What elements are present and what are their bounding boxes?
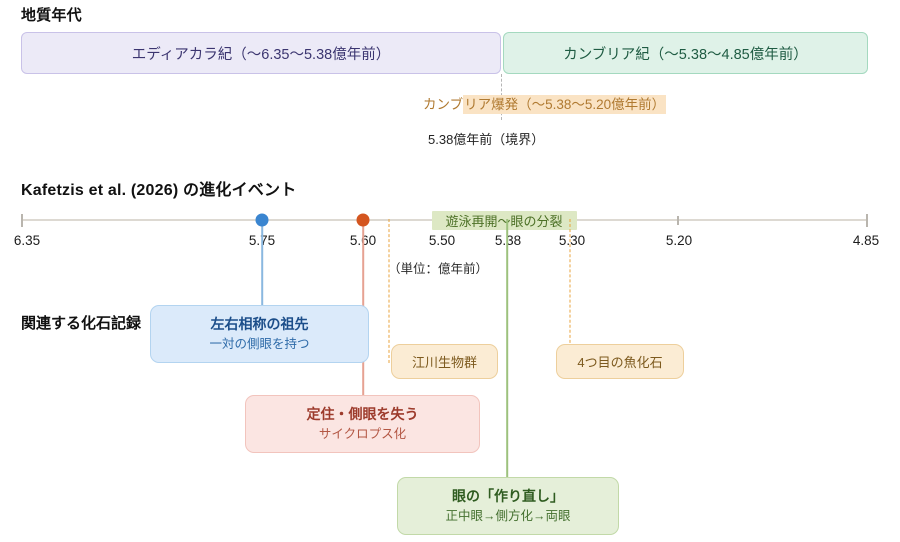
marker-dot-sessile[interactable] [356, 213, 370, 227]
callout-sessile-eye-loss[interactable]: 定住・側眼を失う サイクロプス化 [245, 395, 480, 453]
period-bar-ediacaran: エディアカラ紀（〜6.35〜5.38億年前） [21, 32, 501, 74]
callout-eye-rebuild-subtitle: 正中眼→側方化→両眼 [445, 508, 571, 523]
axis-unit-note: （単位：億年前） [388, 262, 489, 276]
callout-bilaterian-ancestor[interactable]: 左右相称の祖先 一対の側眼を持つ [150, 305, 369, 363]
axis-tick-label-3: 5.50 [428, 233, 456, 248]
marker-stem-bilaterian [261, 220, 263, 306]
callout-bilaterian-title: 左右相称の祖先 [210, 316, 309, 332]
events-section-heading: Kafetzis et al. (2026) の進化イベント [21, 182, 297, 199]
vline-dashed-egawa [388, 219, 390, 363]
axis-tick-label-6: 5.20 [665, 233, 693, 248]
callout-bilaterian-subtitle: 一対の側眼を持つ [209, 336, 310, 351]
vline-solid-538 [506, 219, 508, 478]
callout-sessile-title: 定住・側眼を失う [306, 406, 419, 422]
span-highlight-label: 遊泳再開〜眼の分裂 [445, 214, 563, 229]
span-highlight-swim-resume [432, 211, 577, 230]
geologic-section-heading: 地質年代 [21, 7, 82, 24]
fossil-chip-egawa-biota[interactable]: 江川生物群 [391, 344, 498, 379]
period-bar-cambrian-label: カンブリア紀（〜5.38〜4.85億年前） [563, 46, 808, 63]
axis-tick-label-7: 4.85 [852, 233, 880, 248]
axis-tick-label-0: 6.35 [13, 233, 41, 248]
axis-tick-label-5: 5.30 [558, 233, 586, 248]
fossil-record-row-label: 関連する化石記録 [21, 315, 142, 332]
axis-cap-right [866, 214, 868, 227]
cambrian-explosion-label: カンブリア爆発（〜5.38〜5.20億年前） [423, 93, 667, 114]
callout-sessile-subtitle: サイクロプス化 [318, 426, 407, 441]
callout-eye-rebuild-title: 眼の「作り直し」 [452, 488, 564, 504]
axis-cap-left [21, 214, 23, 227]
period-bar-cambrian: カンブリア紀（〜5.38〜4.85億年前） [503, 32, 868, 74]
marker-dot-bilaterian[interactable] [255, 213, 269, 227]
period-bar-ediacaran-label: エディアカラ紀（〜6.35〜5.38億年前） [131, 46, 391, 63]
axis-tick-label-4: 5.38 [494, 233, 522, 248]
boundary-age-label: 5.38億年前（境界） [428, 132, 545, 147]
cambrian-explosion-prefix: カンブ [423, 97, 464, 112]
cambrian-explosion-highlight: リア爆発（〜5.38〜5.20億年前） [463, 95, 667, 114]
fossil-chip-four-eyed-fish[interactable]: 4つ目の魚化石 [556, 344, 684, 379]
vline-dashed-fish-fossil [569, 219, 571, 363]
axis-tick-520 [677, 216, 679, 225]
callout-eye-rebuild[interactable]: 眼の「作り直し」 正中眼→側方化→両眼 [397, 477, 619, 535]
